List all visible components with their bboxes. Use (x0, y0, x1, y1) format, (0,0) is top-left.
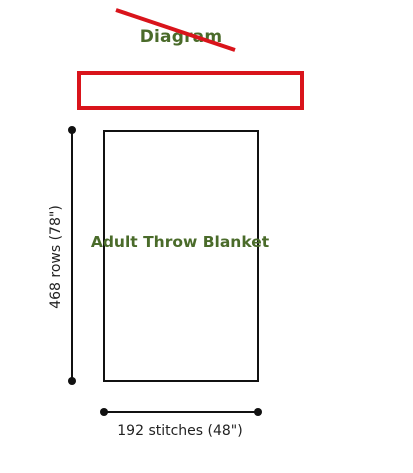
width-dimension-right-dot (254, 408, 262, 416)
height-dimension-bottom-dot (68, 377, 76, 385)
width-dimension-label: 192 stitches (48") (117, 423, 243, 439)
height-dimension-top-dot (68, 126, 76, 134)
diagram-header-title: Diagram (139, 27, 223, 47)
height-dimension-label: 468 rows (78") (48, 205, 64, 309)
blanket-label: Adult Throw Blanket (90, 233, 270, 251)
blanket-outline (103, 130, 259, 382)
empty-highlight-box (77, 71, 304, 110)
width-dimension-left-dot (100, 408, 108, 416)
